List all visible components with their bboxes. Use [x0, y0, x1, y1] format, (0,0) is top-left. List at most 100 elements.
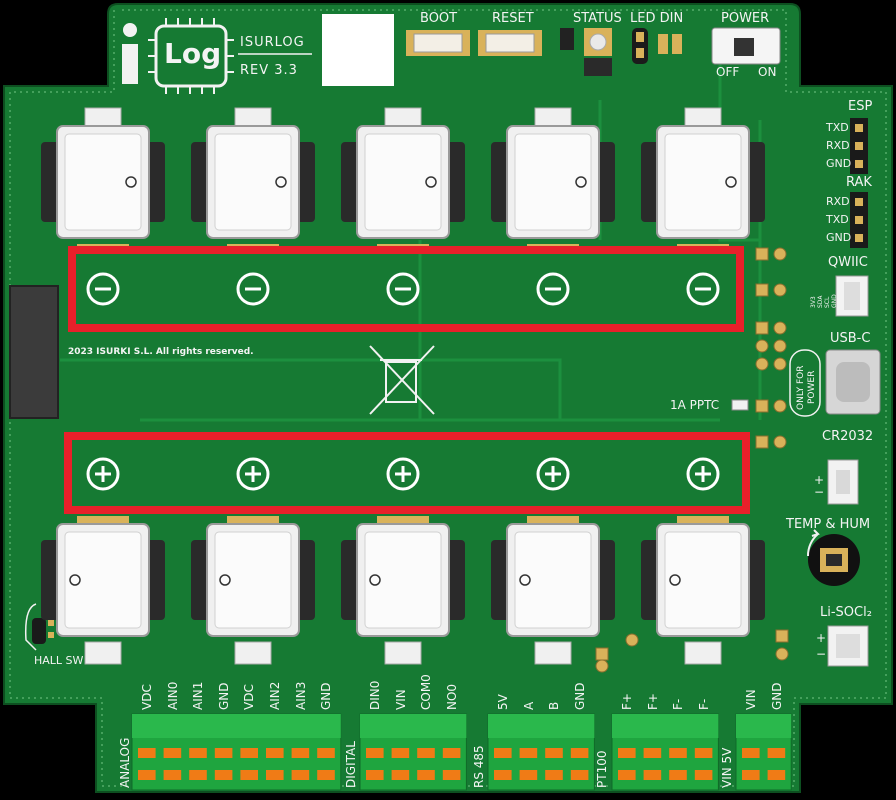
terminal-pin[interactable] [643, 770, 662, 780]
terminal-pin[interactable] [240, 748, 258, 758]
side-connector [9, 285, 59, 419]
connector-pin-label: DIN0 [368, 680, 382, 710]
terminal-pin[interactable] [669, 748, 687, 758]
terminal-pin[interactable] [291, 748, 310, 758]
terminal-pin[interactable] [189, 770, 207, 780]
connector-pin-label: GND [319, 682, 334, 710]
led-din-jumper [632, 28, 682, 64]
pptc-fuse [731, 399, 749, 411]
terminal-block-2 [487, 713, 595, 791]
terminal-pin[interactable] [214, 770, 233, 780]
terminal-block-3 [611, 713, 719, 791]
terminal-pin[interactable] [618, 748, 636, 758]
terminal-pin[interactable] [545, 770, 563, 780]
terminal-pin[interactable] [214, 748, 233, 758]
connector-pin-label: F- [696, 698, 711, 710]
terminal-pin[interactable] [694, 770, 713, 780]
terminal-pin[interactable] [266, 748, 284, 758]
plus-terminal-symbol-1 [236, 457, 270, 491]
terminal-pin[interactable] [519, 770, 538, 780]
terminal-pin[interactable] [317, 770, 335, 780]
terminal-pin[interactable] [417, 748, 435, 758]
terminal-block-4 [735, 713, 792, 791]
battery-holder-top-2 [341, 107, 465, 254]
li-socl2-minus: − [816, 647, 827, 661]
terminal-blocks [131, 713, 792, 791]
terminal-pin[interactable] [391, 748, 410, 758]
connector-pin-label: GND [572, 682, 587, 710]
terminal-pin[interactable] [694, 748, 713, 758]
terminal-pin[interactable] [742, 748, 760, 758]
terminal-pin[interactable] [570, 748, 589, 758]
reset-button[interactable] [478, 30, 542, 56]
terminal-pin[interactable] [417, 770, 435, 780]
terminal-pin[interactable] [742, 770, 760, 780]
terminal-block-0 [131, 713, 342, 791]
esp-label: ESP [848, 99, 873, 114]
battery-holder-bottom-1 [191, 516, 315, 665]
cr2032-label: CR2032 [822, 429, 874, 444]
label-area [322, 14, 394, 86]
power-switch[interactable] [711, 27, 781, 65]
terminal-pin[interactable] [570, 770, 589, 780]
terminal-pin[interactable] [618, 770, 636, 780]
battery-holder-top-3 [491, 107, 615, 254]
connector-pin-label: AIN1 [191, 681, 206, 710]
temp-hum-sensor [806, 529, 860, 586]
plus-terminal-symbol-0 [86, 457, 120, 491]
terminal-pin[interactable] [138, 748, 156, 758]
terminal-pin[interactable] [442, 748, 461, 758]
off-label: OFF [716, 65, 740, 79]
terminal-pin[interactable] [366, 748, 384, 758]
boot-button[interactable] [406, 30, 470, 56]
terminal-pin[interactable] [643, 748, 662, 758]
copyright-text: 2023 ISURKI S.L. All rights reserved. [68, 347, 254, 357]
connector-pin-label: AIN3 [293, 681, 308, 710]
ilog-logo [122, 18, 234, 94]
terminal-pin[interactable] [391, 770, 410, 780]
terminal-pin[interactable] [519, 748, 538, 758]
minus-terminal-symbol-4 [686, 272, 720, 306]
terminal-pin[interactable] [317, 748, 335, 758]
battery-holder-top-0 [41, 107, 165, 254]
terminal-pin[interactable] [266, 770, 284, 780]
terminal-pin[interactable] [240, 770, 258, 780]
hall-switch [32, 618, 54, 644]
connector-group-label: ANALOG [118, 737, 132, 788]
terminal-pin[interactable] [767, 770, 786, 780]
terminal-pin[interactable] [163, 770, 182, 780]
terminal-pin[interactable] [494, 770, 512, 780]
positive-symbols [86, 457, 720, 491]
battery-holder-bottom-4 [641, 516, 765, 665]
minus-terminal-symbol-0 [86, 272, 120, 306]
battery-holder-top-1 [191, 107, 315, 254]
terminal-pin[interactable] [163, 748, 182, 758]
terminal-pin[interactable] [291, 770, 310, 780]
li-socl2-connector [827, 625, 869, 667]
connector-pin-label: F+ [645, 693, 660, 710]
esp-header [850, 118, 868, 174]
terminal-pin[interactable] [767, 748, 786, 758]
connector-group-label: PT100 [595, 750, 609, 788]
esp-pin-0: TXD [826, 121, 849, 134]
rak-pin-1: TXD [826, 213, 849, 226]
battery-holder-bottom-2 [341, 516, 465, 665]
li-socl2-label: Li-SOCl₂ [820, 605, 872, 620]
temp-hum-label: TEMP & HUM [786, 517, 871, 532]
connector-pin-label: F+ [620, 693, 634, 710]
on-label: ON [758, 65, 777, 79]
battery-holder-bottom-0 [41, 516, 165, 665]
terminal-pin[interactable] [494, 748, 512, 758]
terminal-pin[interactable] [189, 748, 207, 758]
battery-holder-bottom-3 [491, 516, 615, 665]
terminal-block-1 [359, 713, 467, 791]
terminal-pin[interactable] [138, 770, 156, 780]
plus-terminal-symbol-4 [686, 457, 720, 491]
terminal-pin[interactable] [366, 770, 384, 780]
terminal-pin[interactable] [545, 748, 563, 758]
connector-pin-label: VIN [393, 689, 408, 710]
connector-pin-label: B [547, 701, 562, 710]
terminal-pin[interactable] [669, 770, 687, 780]
terminal-pin[interactable] [442, 770, 461, 780]
logo-text: Log [164, 37, 222, 70]
